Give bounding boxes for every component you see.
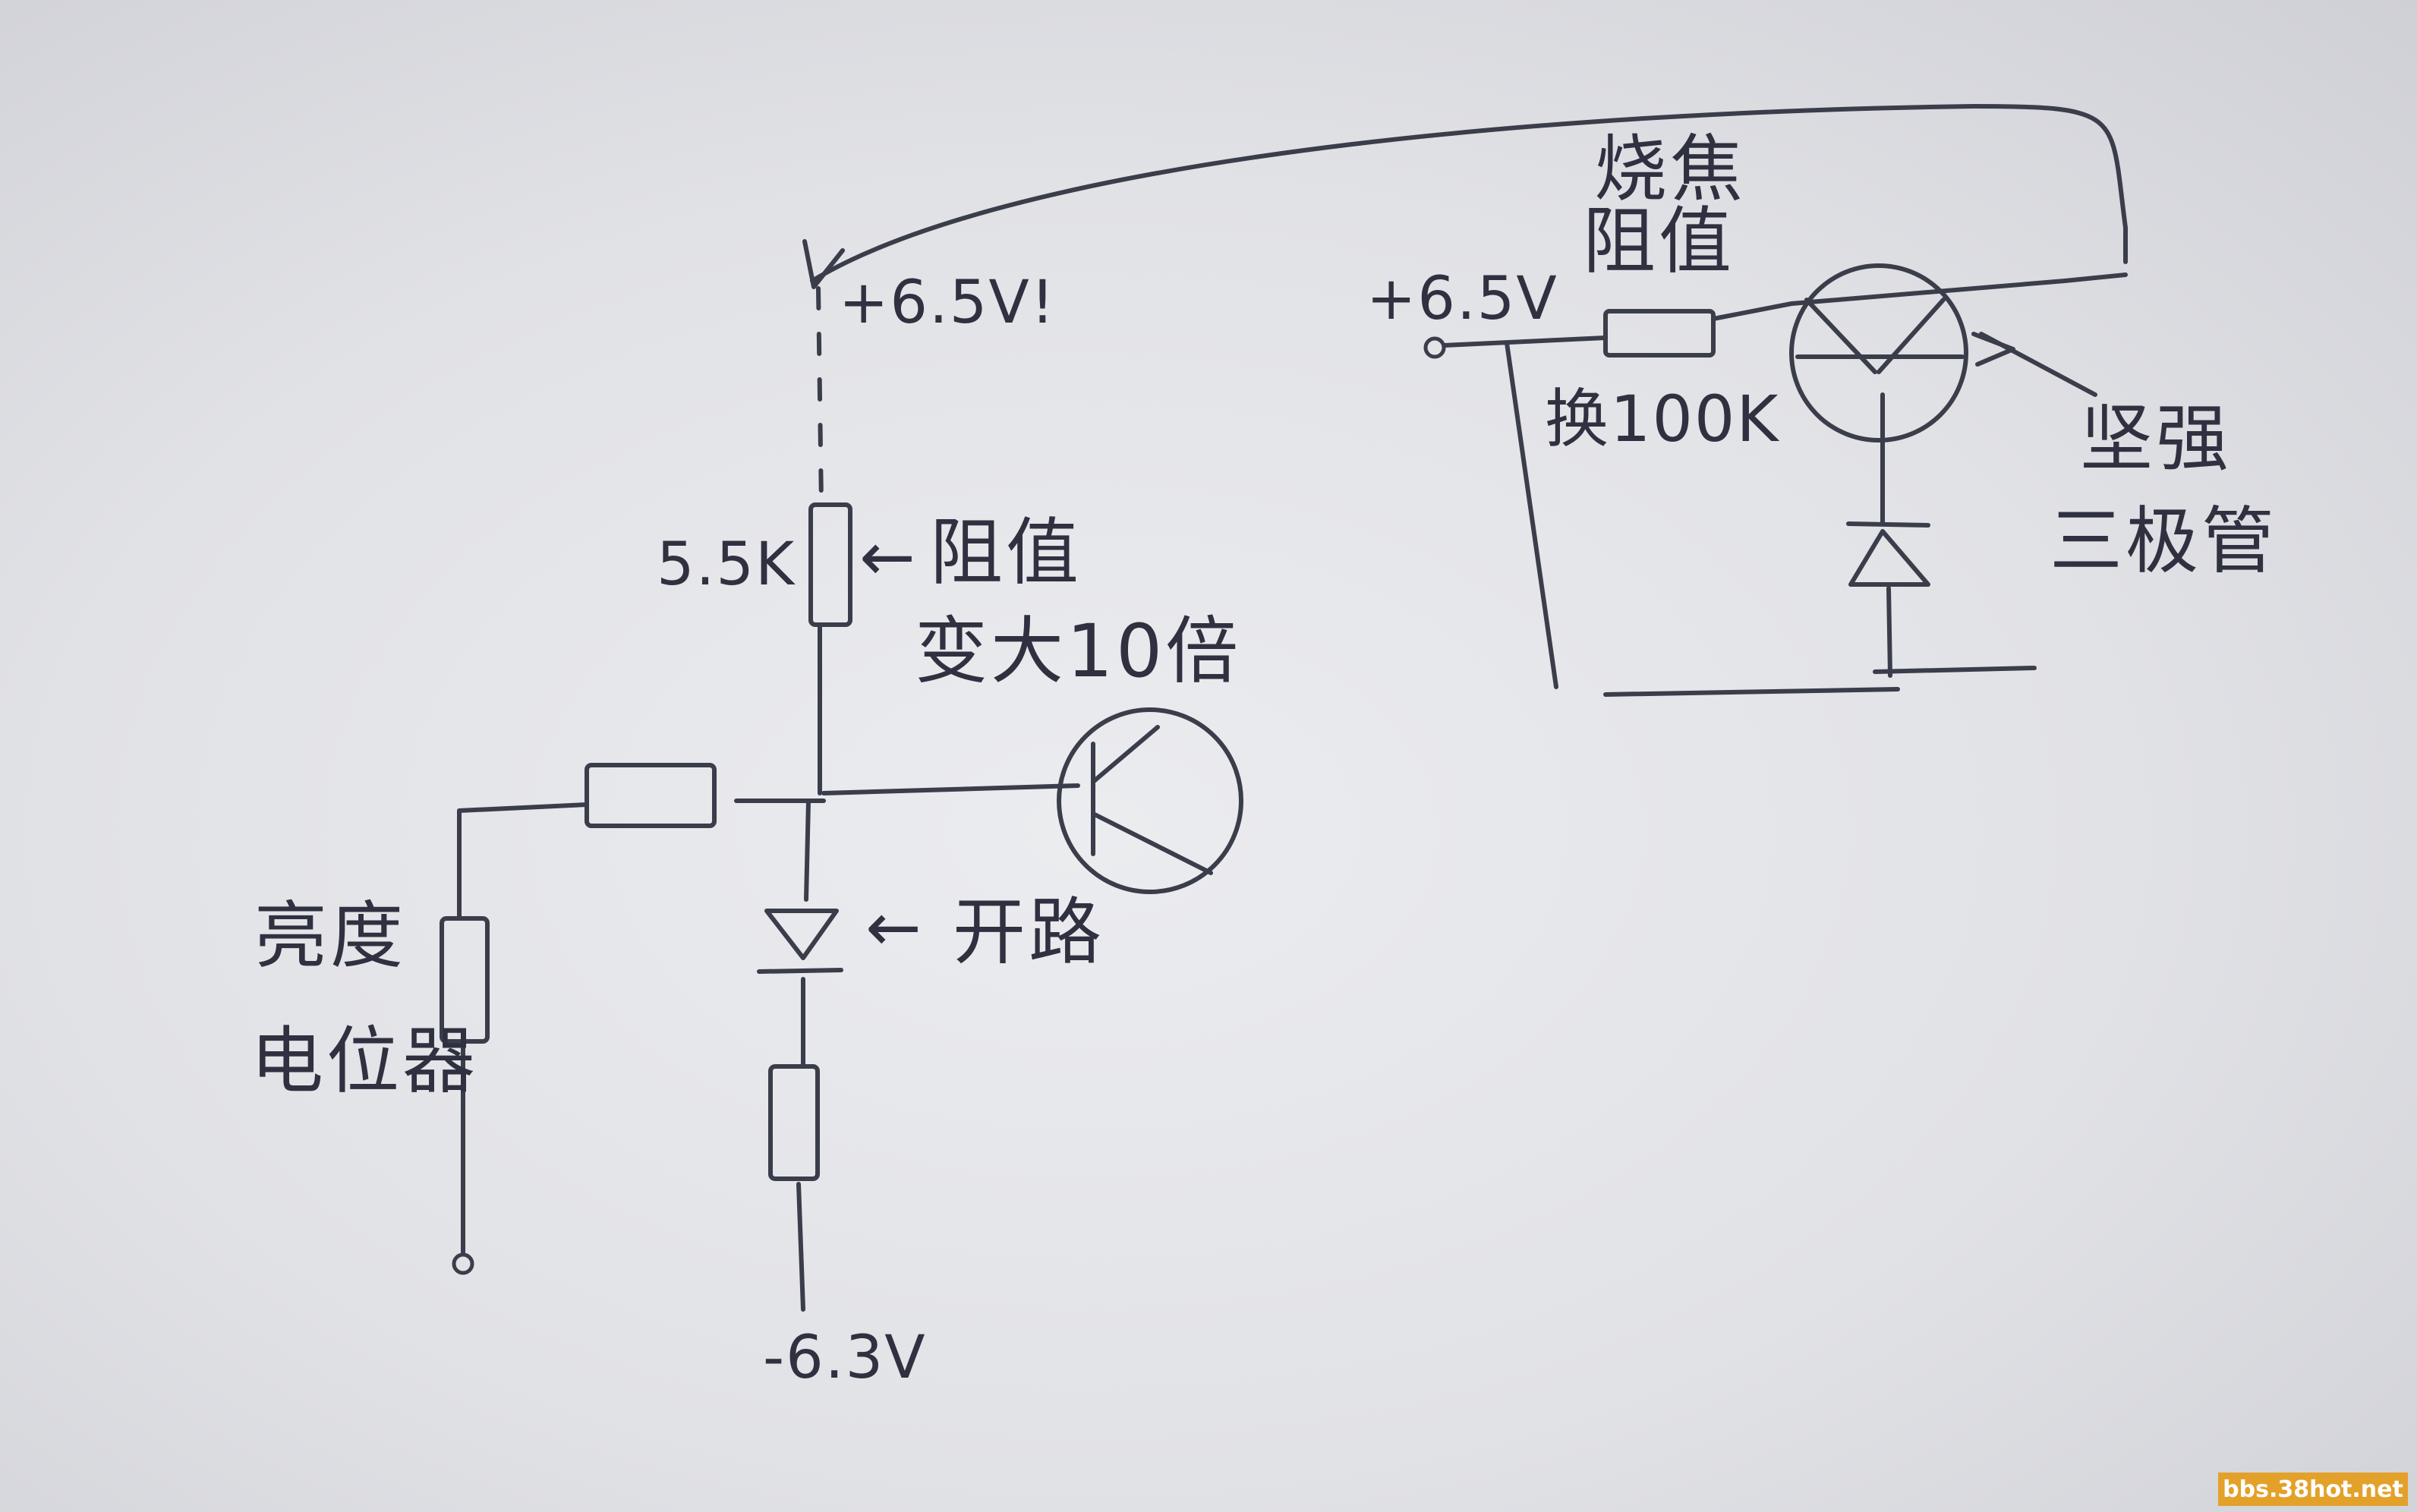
label-transistor-note-1: 坚强 xyxy=(2080,396,2232,481)
transistor-left-collector xyxy=(1091,725,1160,784)
transistor-right-leg1 xyxy=(1804,298,1877,374)
right-supply-terminal xyxy=(1423,336,1446,359)
label-right-voltage: +6.5V xyxy=(1366,265,1558,333)
right-ground-line-2 xyxy=(1873,666,2037,674)
dashed-supply-line xyxy=(816,286,824,507)
zener-triangle xyxy=(764,909,839,960)
potentiometer-terminal xyxy=(452,1252,474,1275)
wire-diode-down xyxy=(1886,586,1892,678)
label-zener-note: 开路 xyxy=(953,890,1105,975)
label-bottom-voltage: -6.3V xyxy=(763,1324,927,1392)
transistor-left-body xyxy=(1057,707,1243,894)
transistor-right-body xyxy=(1789,263,1968,443)
diode-right-triangle xyxy=(1848,529,1930,587)
label-burnt-note-2: 阻值 xyxy=(1583,199,1735,284)
transistor-left-emitter xyxy=(1091,811,1213,875)
resistor-burnt xyxy=(1603,309,1716,358)
resistor-horizontal xyxy=(585,763,717,828)
diode-right-bar xyxy=(1846,521,1930,528)
arrow-left-icon: ← xyxy=(859,518,915,596)
wire-burnt-to-base xyxy=(1711,272,2128,321)
label-burnt-note-1: 烧焦 xyxy=(1594,127,1746,212)
label-pot-note-1: 亮度 xyxy=(254,893,406,978)
resistor-lower xyxy=(768,1064,820,1181)
wire-hres-left xyxy=(457,802,589,921)
potentiometer-body xyxy=(440,916,490,1044)
watermark: bbs.38hot.net xyxy=(2218,1473,2408,1506)
resistor-main xyxy=(808,502,852,627)
top-node-mark xyxy=(802,239,845,289)
label-r-main-note-1: 阻值 xyxy=(930,510,1082,595)
label-replace-note: 换100K xyxy=(1545,382,1780,456)
zener-bar xyxy=(757,968,843,974)
wire-right-vertical xyxy=(1505,341,1558,689)
wire-lower-to-neg xyxy=(796,1182,805,1312)
wire-node-down xyxy=(804,799,811,902)
label-r-main-value: 5.5K xyxy=(657,531,796,599)
transistor-right-leg2 xyxy=(1877,298,1946,374)
label-pot-note-2: 电位器 xyxy=(251,1019,478,1104)
arrow-left-icon: ← xyxy=(865,888,922,966)
feedback-arc xyxy=(810,104,2128,283)
label-top-voltage: +6.5V! xyxy=(839,269,1057,337)
wire-right-supply xyxy=(1442,335,1608,348)
label-transistor-note-2: 三极管 xyxy=(2050,499,2277,584)
label-r-main-note-2: 变大10倍 xyxy=(915,609,1242,694)
right-ground-line xyxy=(1603,687,1900,697)
wire-node-right xyxy=(821,783,1080,795)
transistor-right-pointer xyxy=(1979,332,2097,397)
